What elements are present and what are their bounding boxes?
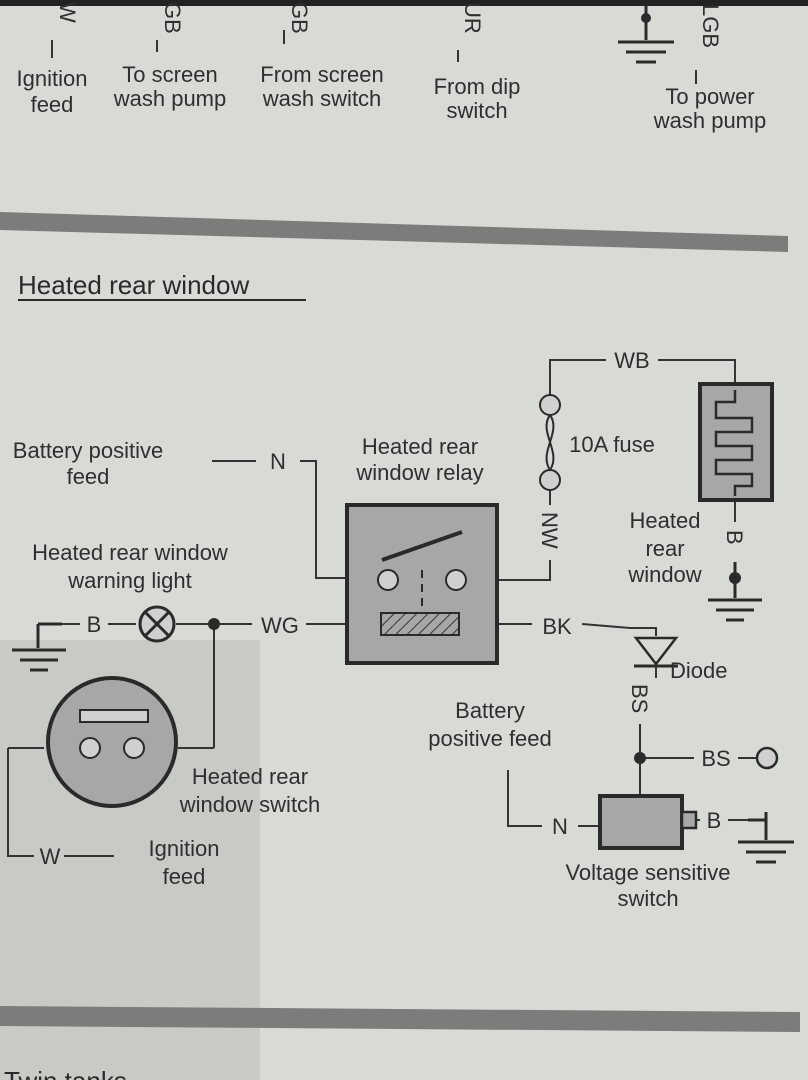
label-to-screen-wash-pump-1: To screen <box>122 62 217 87</box>
heated-rear-window-element <box>698 382 774 502</box>
ground-icon-vss <box>738 812 794 864</box>
wire-code-wg: WG <box>261 613 299 638</box>
section-title: Heated rear window <box>18 270 249 300</box>
ground-icon-lamp <box>12 622 66 672</box>
label-to-power-wash-pump-2: wash pump <box>653 108 767 133</box>
voltage-sensitive-switch <box>598 794 698 850</box>
label-warning-light-2: warning light <box>67 568 192 593</box>
label-from-screen-wash-switch-1: From screen <box>260 62 383 87</box>
relay-contact-right <box>445 569 467 591</box>
fuse <box>539 394 561 491</box>
label-fuse: 10A fuse <box>569 432 655 457</box>
label-to-power-wash-pump-1: To power <box>665 84 754 109</box>
bs-terminal-icon <box>755 746 779 770</box>
wire-code-w-bottom: W <box>40 844 61 869</box>
label-heated-rear-window-2: rear <box>645 536 684 561</box>
diode-icon <box>633 636 679 668</box>
wire-code-gb-1: GB <box>160 2 185 34</box>
wire-code-bk: BK <box>542 614 572 639</box>
label-relay-1: Heated rear <box>362 434 478 459</box>
relay <box>345 503 499 665</box>
label-battery-positive-feed-left-2: feed <box>67 464 110 489</box>
relay-switch-arm <box>381 530 463 562</box>
label-to-screen-wash-pump-2: wash pump <box>113 86 227 111</box>
section-divider-top <box>0 212 788 252</box>
label-diode: Diode <box>670 658 727 683</box>
label-from-dip-switch-2: switch <box>446 98 507 123</box>
wire-code-n-bottom: N <box>552 814 568 839</box>
heated-rear-window-switch <box>46 676 178 808</box>
wire-code-w-top: W <box>55 2 80 23</box>
label-relay-2: window relay <box>355 460 483 485</box>
ground-icon-window <box>708 562 762 622</box>
label-ignition-feed-bottom-1: Ignition <box>149 836 220 861</box>
wire-code-bs-vertical: BS <box>627 684 652 713</box>
labels: Battery positive feed Heated rear window… <box>13 432 731 911</box>
wire-code-b-lamp: B <box>87 612 102 637</box>
wire-code-gb-2: GB <box>287 2 312 34</box>
wire-code-wb: WB <box>614 348 649 373</box>
wire-code-lgb: LGB <box>698 4 723 48</box>
wire-code-b-window: B <box>722 530 747 545</box>
top-wire-codes: W GB GB UR LGB <box>51 2 723 84</box>
section-divider-bottom <box>0 1006 800 1032</box>
ground-icon-top <box>618 6 674 64</box>
relay-contact-left <box>377 569 399 591</box>
wire-code-bs-branch: BS <box>701 746 730 771</box>
label-voltage-sensitive-switch-1: Voltage sensitive <box>565 860 730 885</box>
warning-light-icon <box>138 605 176 643</box>
label-heated-rear-window-3: window <box>627 562 701 587</box>
top-labels: Ignition feed To screen wash pump From s… <box>17 62 767 133</box>
wire-code-labels: N WB NW B B WG BK BS BS N B W <box>40 348 747 869</box>
relay-coil <box>380 612 460 636</box>
label-heated-rear-window-1: Heated <box>630 508 701 533</box>
label-from-screen-wash-switch-2: wash switch <box>262 86 382 111</box>
wire-code-n-top: N <box>270 449 286 474</box>
wire-code-ur: UR <box>460 2 485 34</box>
label-switch-1: Heated rear <box>192 764 308 789</box>
top-edge <box>0 0 808 6</box>
next-section-title: Twin tanks <box>4 1066 127 1080</box>
label-ignition-feed-bottom-2: feed <box>163 864 206 889</box>
wire-code-b-vss: B <box>707 808 722 833</box>
label-battery-positive-feed-left-1: Battery positive <box>13 438 163 463</box>
label-voltage-sensitive-switch-2: switch <box>617 886 678 911</box>
label-switch-2: window switch <box>179 792 321 817</box>
label-from-dip-switch-1: From dip <box>434 74 521 99</box>
label-ignition-feed-top-2: feed <box>31 92 74 117</box>
wire-code-nw: NW <box>537 512 562 549</box>
label-battery-positive-feed-right-1: Battery <box>455 698 525 723</box>
label-ignition-feed-top-1: Ignition <box>17 66 88 91</box>
label-battery-positive-feed-right-2: positive feed <box>428 726 552 751</box>
label-warning-light-1: Heated rear window <box>32 540 228 565</box>
